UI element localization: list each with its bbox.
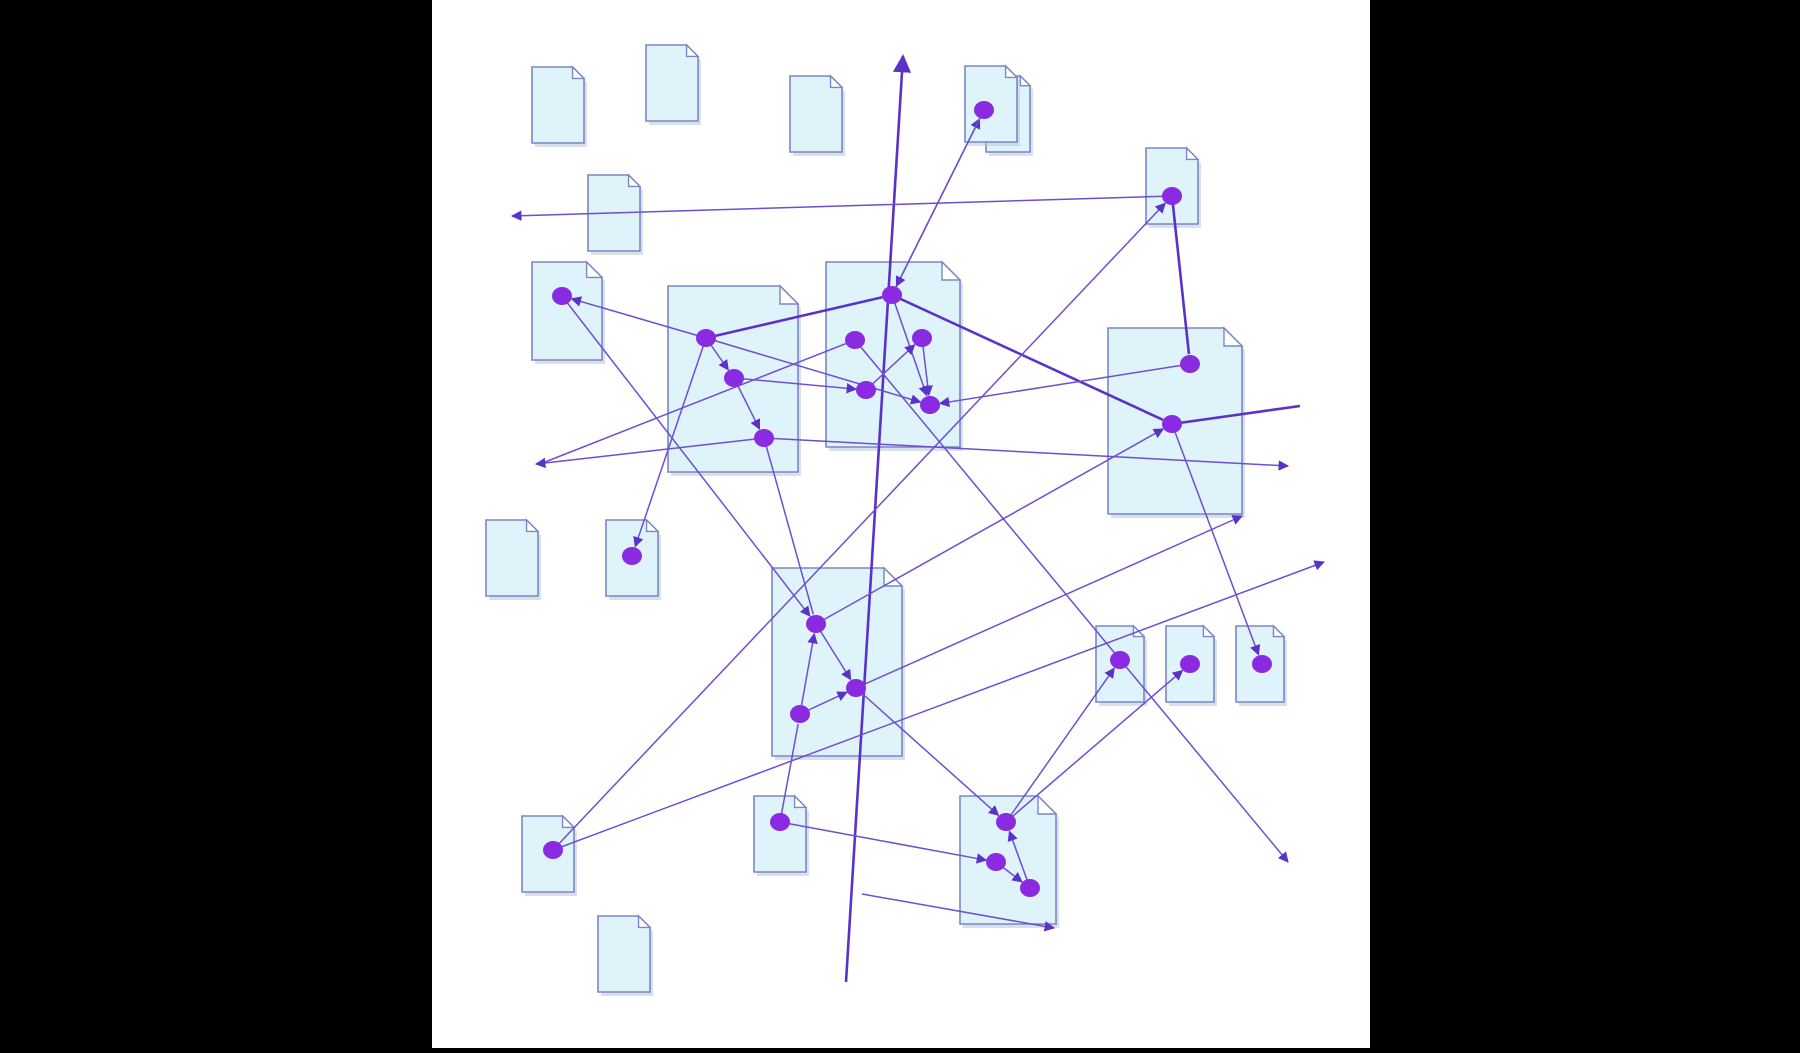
hyperlink-arrow [1007,830,1031,889]
hyperlink-arrow [1170,195,1191,355]
hyperlink-arrow [779,723,799,823]
hyperlink-arrow [1005,667,1115,823]
hyperlink-node [696,329,716,347]
hyperlink-arrow [865,344,916,391]
hyperlink-arrow [854,339,1289,863]
hyperlink-node [846,679,866,697]
hyperlink-arrow [705,337,922,405]
hyperlink-node [552,287,572,305]
nodes-layer [543,101,1272,897]
hyperlink-arrow [799,632,818,715]
hyperlink-node [882,286,902,304]
document-icon [789,74,845,156]
document-icon [597,914,653,996]
hyperlink-node [770,813,790,831]
document-icon [485,518,541,600]
hyperlink-arrow [815,623,852,681]
hyperlink-arrow [921,337,933,397]
hyperlink-node [920,396,940,414]
hyperlink-node [1180,655,1200,673]
hyperlink-node [806,615,826,633]
hyperlink-node [974,101,994,119]
hyperlink-arrow [561,295,811,617]
hyperlink-node [1162,187,1182,205]
hyperlink-arrow [510,195,1173,221]
hyperlink-node [986,853,1006,871]
hyperlink-arrow [552,202,1166,851]
hyperlink-node [543,841,563,859]
hyperlink-arrow [763,437,815,615]
hyperlink-node [1162,415,1182,433]
hyperlink-arrow [633,337,707,548]
hyperlink-node [912,329,932,347]
hyperlink-node [724,369,744,387]
hyperlink-arrow [552,560,1325,851]
links-layer [510,54,1325,983]
document-icon [587,173,643,255]
hyperlink-arrow [895,109,985,287]
document-icon [753,794,809,876]
hyperlink-node [790,705,810,723]
hyperlink-node [856,381,876,399]
document-icon [645,43,701,125]
hyperlink-node [754,429,774,447]
documents-layer [485,43,1287,996]
hyperlink-arrow [855,687,1000,817]
hyperlink-node [1110,651,1130,669]
hyperlink-arrow [1171,423,1261,656]
hyperlink-node [1020,879,1040,897]
hyperlink-arrow [763,437,1290,471]
hyperlink-arrow [570,296,707,339]
hyperlink-node [1180,355,1200,373]
hyperlink-arrow [779,821,988,864]
hyperlink-arrow [815,428,1165,625]
hyperlink-node [845,331,865,349]
hyperlink-arrow [534,437,765,469]
hyperlink-arrow [861,893,1056,932]
hyperlink-arrow [844,54,912,983]
hyperlink-arrow [1005,669,1184,823]
hyperlink-node [996,813,1016,831]
hyperlink-arrow [539,342,846,465]
hyperlink-arrow [891,293,1164,421]
document-icon [531,260,605,364]
hyperlink-node [1252,655,1272,673]
hyperlink-node [622,547,642,565]
hyperlink-arrow [855,515,1243,689]
hyperlink-arrow [705,295,883,340]
hyperlink-arrow [1171,404,1301,426]
document-icon [531,65,587,147]
